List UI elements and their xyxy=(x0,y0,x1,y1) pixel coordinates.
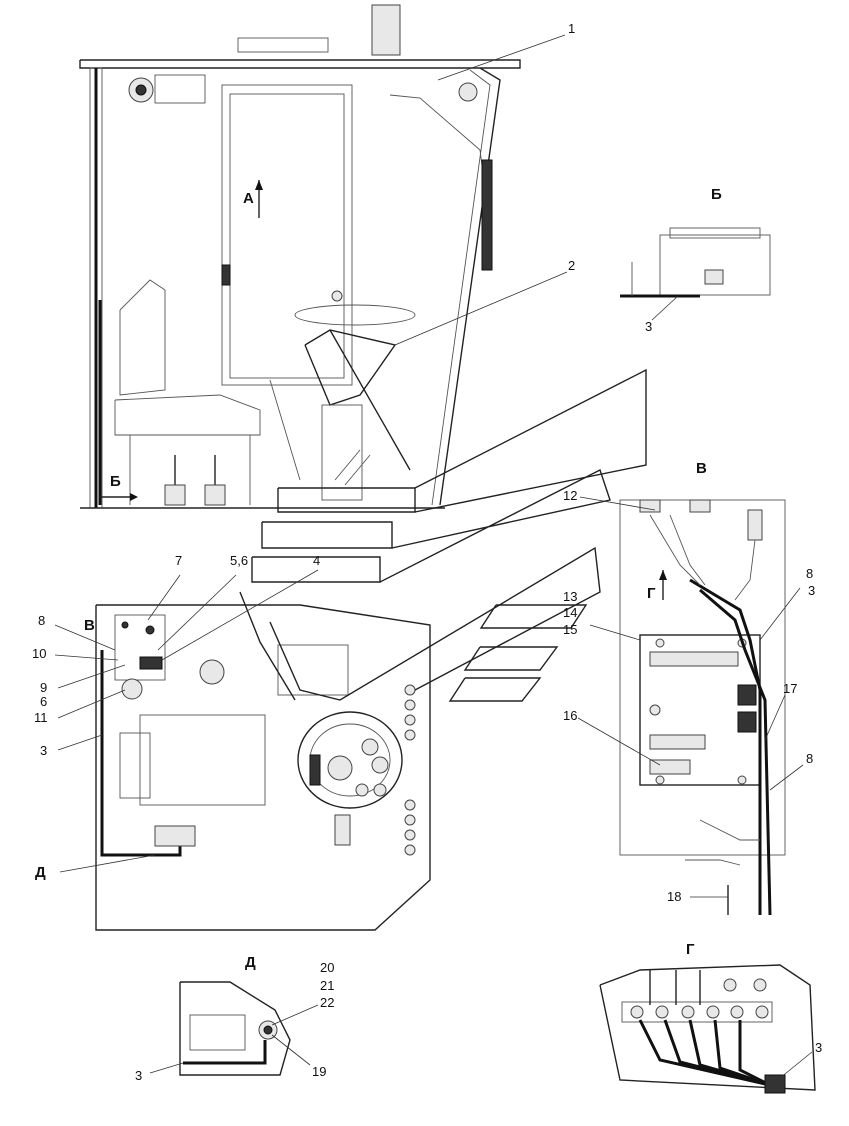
callout-18: 18 xyxy=(667,889,681,904)
callout-10: 10 xyxy=(32,646,46,661)
callout-8-bottom: 8 xyxy=(806,751,813,766)
view-arrow-label-d: Д xyxy=(35,864,46,881)
callout-3-panel: 3 xyxy=(40,743,47,758)
cab-drawing xyxy=(79,4,521,509)
callout-22: 22 xyxy=(320,995,334,1010)
view-d-drawing xyxy=(179,981,291,1076)
callout-17: 17 xyxy=(783,681,797,696)
callout-12: 12 xyxy=(563,488,577,503)
callout-14: 14 xyxy=(563,605,577,620)
callout-13: 13 xyxy=(563,589,577,604)
view-b-drawing xyxy=(620,227,771,298)
view-v-drawing xyxy=(619,499,786,916)
view-label-d: Д xyxy=(245,954,256,971)
callout-3-view-g: 3 xyxy=(815,1040,822,1055)
callout-20: 20 xyxy=(320,960,334,975)
callout-6: 6 xyxy=(40,694,47,709)
callout-21: 21 xyxy=(320,978,334,993)
view-arrow-label-b: Б xyxy=(110,473,121,490)
callout-16: 16 xyxy=(563,708,577,723)
callout-3-view-d: 3 xyxy=(135,1068,142,1083)
view-label-b: Б xyxy=(711,186,722,203)
view-label-g: Г xyxy=(686,941,695,958)
callout-11: 11 xyxy=(34,710,48,725)
callout-4: 4 xyxy=(313,553,320,568)
callout-7: 7 xyxy=(175,553,182,568)
callout-8-top: 8 xyxy=(806,566,813,581)
dash-panel-drawing xyxy=(95,604,431,931)
callout-19: 19 xyxy=(312,1064,326,1079)
view-g-drawing xyxy=(599,964,816,1094)
callout-1: 1 xyxy=(568,21,575,36)
view-arrow-label-g: Г xyxy=(647,585,656,602)
callout-2: 2 xyxy=(568,258,575,273)
callout-3-view-b: 3 xyxy=(645,319,652,334)
callout-9: 9 xyxy=(40,680,47,695)
view-arrow-label-v: В xyxy=(84,617,95,634)
callout-15: 15 xyxy=(563,622,577,637)
view-label-v: В xyxy=(696,460,707,477)
callout-5-6: 5,6 xyxy=(230,553,248,568)
callout-3-view-v: 3 xyxy=(808,583,815,598)
callout-8-left: 8 xyxy=(38,613,45,628)
leader-lines xyxy=(54,34,813,1079)
view-label-a: А xyxy=(243,190,254,207)
callout-frames xyxy=(239,368,647,702)
